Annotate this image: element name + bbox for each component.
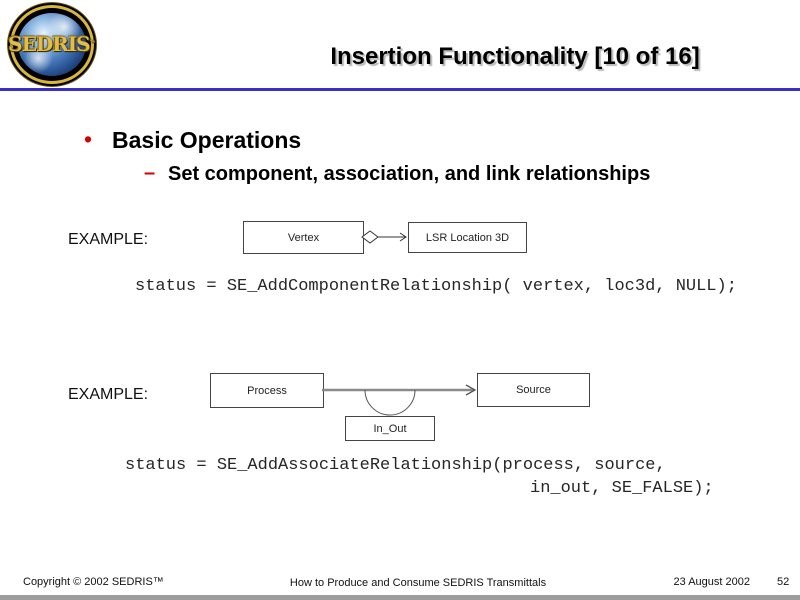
link-arc-icon <box>364 389 416 416</box>
footer-title: How to Produce and Consume SEDRIS Transm… <box>289 577 547 589</box>
example2-code-line1: status = SE_AddAssociateRelationship(pro… <box>125 456 666 475</box>
logo-trademark: ™ <box>89 39 96 47</box>
logo-earth-globe <box>18 13 86 76</box>
diagram2-box-source: Source <box>477 373 590 407</box>
footer-date: 23 August 2002 <box>673 576 750 588</box>
example1-label: EXAMPLE: <box>68 231 149 248</box>
example2-label: EXAMPLE: <box>68 386 149 403</box>
diagram2-box-inout-label: In_Out <box>373 422 407 435</box>
bullet-marker: • <box>84 126 93 152</box>
example1-code: status = SE_AddComponentRelationship( ve… <box>135 277 737 296</box>
bullet-sub-text: Set component, association, and link rel… <box>168 163 651 185</box>
logo-text: SEDRIS <box>8 31 90 56</box>
diagram1-box-vertex: Vertex <box>243 221 364 254</box>
diagram2-box-process-label: Process <box>247 384 287 397</box>
footer-copyright: Copyright © 2002 SEDRIS™ <box>23 576 164 588</box>
diagram2-box-source-label: Source <box>516 384 551 396</box>
diagram2-box-process: Process <box>210 373 324 408</box>
diagram1-box-lsr-label: LSR Location 3D <box>425 231 510 244</box>
example2-code-line2: in_out, SE_FALSE); <box>530 479 714 498</box>
aggregation-diamond-icon <box>361 230 379 244</box>
title-divider <box>0 88 800 91</box>
page-title: Insertion Functionality [10 of 16] <box>330 43 700 70</box>
arrowhead-icon <box>465 384 477 396</box>
diagram2-box-inout: In_Out <box>345 416 435 441</box>
bullet-main-text: Basic Operations <box>112 127 302 153</box>
logo-wordmark: SEDRIS™ <box>8 31 96 55</box>
footer-page-number: 52 <box>777 576 790 588</box>
sedris-logo-icon: SEDRIS™ <box>8 3 96 86</box>
diagram2-connector <box>322 384 477 416</box>
logo-gold-ring <box>10 5 94 84</box>
arrowhead-icon <box>399 232 407 242</box>
sub-bullet-marker: – <box>144 162 156 184</box>
bottom-border <box>0 595 800 600</box>
diagram1-box-lsr-location-3d: LSR Location 3D <box>408 222 527 253</box>
diagram1-box-vertex-label: Vertex <box>287 231 320 244</box>
diagram1-connector <box>361 230 407 244</box>
